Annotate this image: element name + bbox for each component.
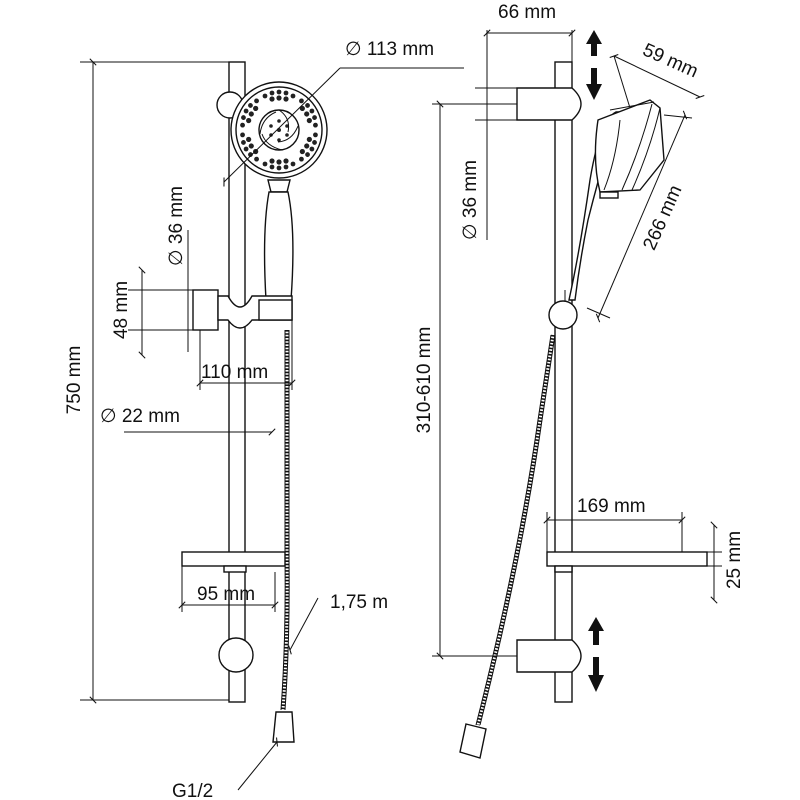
front-hose <box>281 330 290 711</box>
head-diameter-label: ∅ 113 mm <box>345 39 434 60</box>
side-holder-diameter-label: ∅ 36 mm <box>460 160 481 240</box>
head-width-label: 59 mm <box>639 40 701 83</box>
side-hose <box>476 334 555 726</box>
front-hose-connector <box>272 711 295 743</box>
front-soap-dish <box>181 551 286 573</box>
bracket-projection-label: 66 mm <box>498 2 556 23</box>
side-rail <box>554 61 573 703</box>
soap-dish-projection-label: 95 mm <box>197 584 255 605</box>
total-height-label: 750 mm <box>64 346 85 415</box>
bracket-spacing-label: 310-610 mm <box>414 327 435 434</box>
front-shower-head <box>230 81 328 179</box>
front-handle-neck <box>267 179 291 193</box>
soap-dish-height-label: 25 mm <box>724 531 745 589</box>
front-handle <box>263 191 294 301</box>
side-soap-dish <box>546 551 708 573</box>
bottom-bracket-adjust-arrows <box>588 617 604 692</box>
side-holder <box>548 300 578 330</box>
front-view: 750 mm ∅ 113 mm ∅ 36 mm 48 mm 110 mm ∅ 2… <box>64 39 464 800</box>
connection-label: G1/2 <box>172 781 213 800</box>
holder-height-label: 48 mm <box>111 281 132 339</box>
side-soap-dish-projection-label: 169 mm <box>577 496 646 517</box>
side-hose-connector <box>459 723 487 759</box>
front-bottom-bracket <box>218 637 254 673</box>
rail-diameter-label: ∅ 22 mm <box>100 406 180 427</box>
front-holder-diameter-label: ∅ 36 mm <box>166 186 187 266</box>
side-top-bracket <box>516 87 582 121</box>
side-view: 66 mm ∅ 36 mm 310-610 mm 59 mm 266 mm 16… <box>414 2 745 759</box>
hose-length-label: 1,75 m <box>330 592 388 613</box>
handshower-length-label: 266 mm <box>639 182 686 253</box>
front-holder <box>192 289 293 331</box>
holder-projection-label: 110 mm <box>201 362 268 383</box>
side-handshower <box>568 99 665 301</box>
side-bottom-bracket <box>516 639 582 673</box>
top-bracket-adjust-arrows <box>586 30 602 100</box>
